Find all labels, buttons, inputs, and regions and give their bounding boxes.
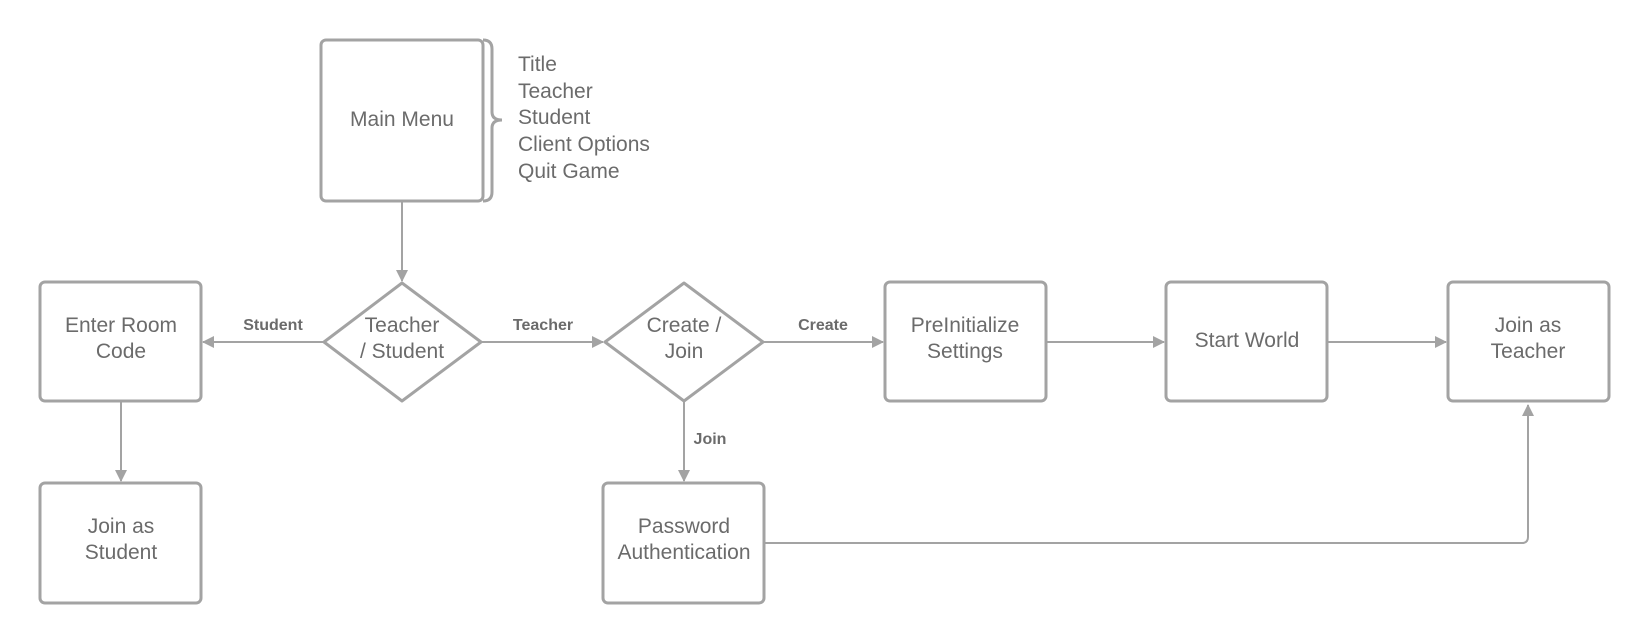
join-as-teacher-box [1446,280,1611,403]
menu-item-student: Student [518,106,591,129]
password-authentication-label-line2: Authentication [617,541,750,564]
menu-item-title: Title [518,53,557,76]
create-join-label-line1: Create / [647,314,722,337]
preinitialize-settings-label-line1: PreInitialize [911,314,1020,337]
menu-item-quit-game: Quit Game [518,160,620,183]
create-join-decision [603,281,765,403]
preinitialize-settings-box [883,280,1048,403]
join-as-teacher-label-line2: Teacher [1491,340,1566,363]
teacher-student-label-line1: Teacher [365,314,440,337]
main-menu-box [319,38,485,203]
edge-label-create: Create [798,317,848,334]
edge-password-to-join-as-teacher [765,404,1534,544]
password-authentication-box [601,481,766,605]
enter-room-code-label-line2: Code [96,340,146,363]
create-join-label-line2: Join [665,340,704,363]
join-as-student-label-line2: Student [85,541,158,564]
teacher-student-label-line2: / Student [360,340,444,363]
start-world-label: Start World [1195,329,1300,352]
start-world-box [1164,280,1329,403]
enter-room-code-box [38,280,203,403]
preinitialize-settings-label-line2: Settings [927,340,1003,363]
enter-room-code-label-line1: Enter Room [65,314,177,337]
main-menu-brace [482,38,503,203]
menu-item-teacher: Teacher [518,80,593,103]
edge-label-student: Student [243,317,303,334]
join-as-student-box [38,481,203,605]
edge-label-join: Join [694,431,727,448]
teacher-student-decision [322,281,483,403]
join-as-student-label-line1: Join as [88,515,155,538]
password-authentication-label-line1: Password [638,515,730,538]
menu-item-client-options: Client Options [518,133,650,156]
main-menu-label: Main Menu [350,108,454,131]
edge-label-teacher: Teacher [513,317,573,334]
join-as-teacher-label-line1: Join as [1495,314,1562,337]
